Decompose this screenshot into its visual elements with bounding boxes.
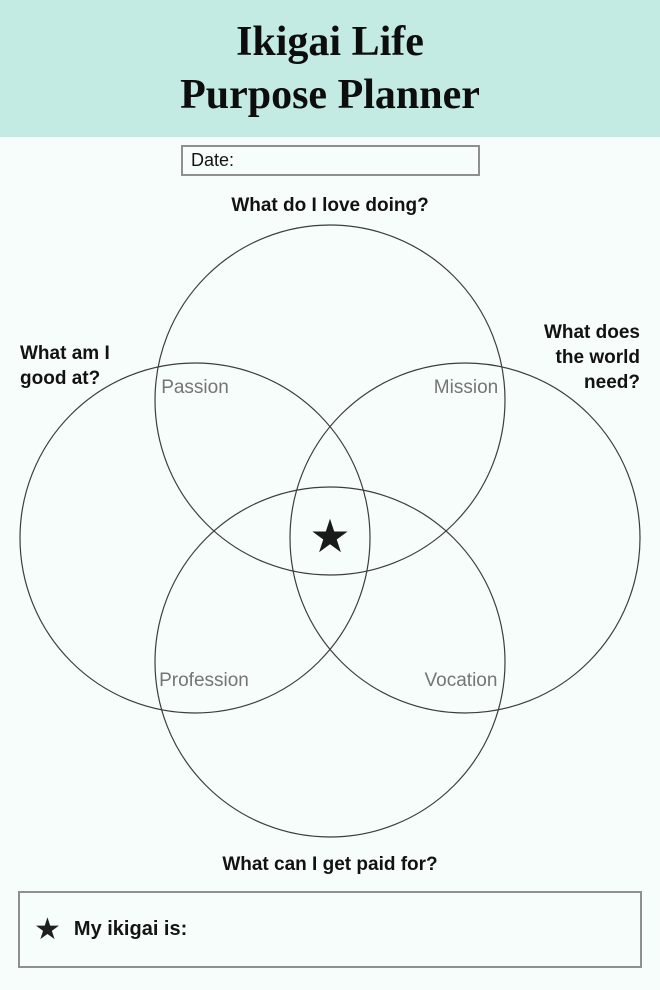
ikigai-center-star-icon: ★ <box>309 510 351 562</box>
question-paid-for: What can I get paid for? <box>222 854 438 875</box>
area-label-mission: Mission <box>433 377 499 398</box>
circle-paid-for <box>154 486 506 838</box>
page-title: Ikigai Life Purpose Planner <box>180 16 480 122</box>
area-label-vocation: Vocation <box>424 670 498 691</box>
star-icon: ★ <box>34 912 61 946</box>
question-good-at: What am I good at? <box>20 343 110 389</box>
question-world-needs: What does the world need? <box>543 322 640 393</box>
my-ikigai-field[interactable]: ★ My ikigai is: <box>18 891 642 968</box>
circle-good-at <box>19 362 371 714</box>
area-label-profession: Profession <box>159 670 249 691</box>
circle-love <box>154 224 506 576</box>
header-banner: Ikigai Life Purpose Planner <box>0 0 660 137</box>
date-label: Date: <box>191 150 235 170</box>
circle-world-needs <box>289 362 641 714</box>
page-title-line1: Ikigai Life <box>236 18 424 65</box>
date-field[interactable]: Date: <box>181 145 480 176</box>
question-love: What do I love doing? <box>231 195 429 216</box>
page-title-line2: Purpose Planner <box>180 71 480 118</box>
my-ikigai-label: My ikigai is: <box>73 918 188 940</box>
area-label-passion: Passion <box>161 377 229 398</box>
